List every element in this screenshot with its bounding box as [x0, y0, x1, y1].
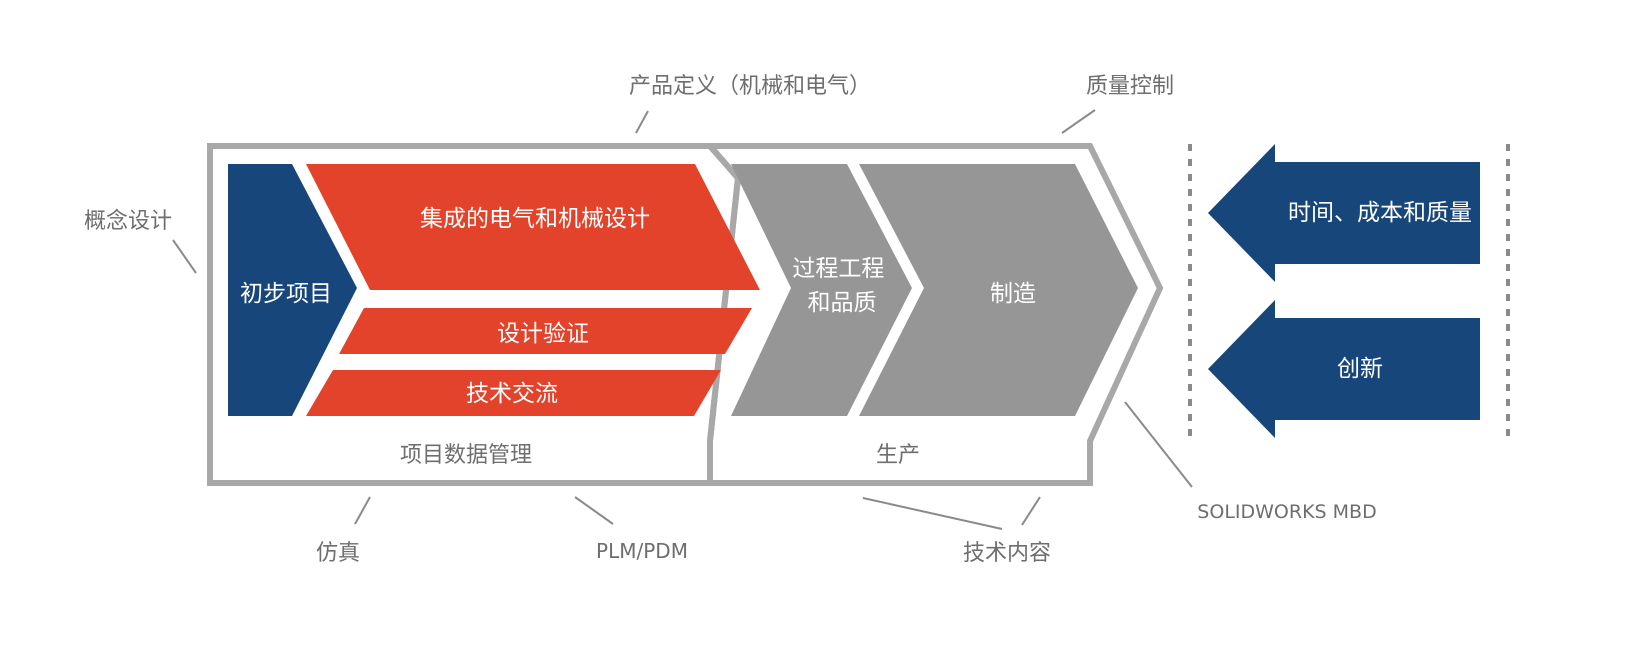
tech-communication-block: [306, 370, 721, 416]
manufacturing-label: 制造: [990, 281, 1036, 307]
leader-concept-design: [172, 239, 197, 274]
process-quality-block: [731, 164, 912, 416]
leader-plm-pdm: [574, 496, 614, 525]
leader-technical-content-b: [1021, 496, 1041, 526]
tech-communication-label: 技术交流: [466, 381, 558, 407]
initial-project-block: [228, 164, 357, 416]
integrated-design-block: [306, 164, 760, 290]
time-cost-quality-label: 时间、成本和质量: [1288, 200, 1472, 226]
leader-quality-control: [1061, 109, 1096, 134]
process-quality-label-line1: 过程工程: [792, 256, 884, 282]
process-quality-label-line2: 和品质: [808, 290, 877, 316]
technical-content-callout: 技术内容: [963, 541, 1051, 566]
quality-control-callout: 质量控制: [1086, 74, 1174, 99]
concept-design-callout: 概念设计: [84, 209, 172, 234]
manufacturing-block: [859, 164, 1138, 416]
solidworks-mbd-callout: SOLIDWORKS MBD: [1197, 501, 1376, 523]
project-data-management-label: 项目数据管理: [400, 443, 532, 468]
time-cost-quality-arrow: [1208, 144, 1480, 282]
product-definition-callout: 产品定义（机械和电气）: [629, 74, 871, 99]
leader-product-definition: [635, 110, 649, 134]
innovation-arrow: [1208, 300, 1480, 438]
innovation-label: 创新: [1337, 356, 1383, 382]
simulation-callout: 仿真: [316, 541, 360, 566]
design-validation-label: 设计验证: [497, 321, 589, 347]
leader-technical-content-a: [862, 497, 1003, 530]
integrated-design-label: 集成的电气和机械设计: [420, 206, 650, 232]
svg-text:过程工程 和品质: 过程工程 和品质: [792, 256, 891, 316]
design-validation-block: [339, 308, 752, 354]
plm-pdm-callout: PLM/PDM: [596, 539, 688, 563]
initial-project-label: 初步项目: [240, 281, 332, 307]
leader-simulation: [354, 496, 371, 525]
leader-solidworks-mbd: [1124, 401, 1193, 488]
production-label: 生产: [876, 443, 920, 468]
